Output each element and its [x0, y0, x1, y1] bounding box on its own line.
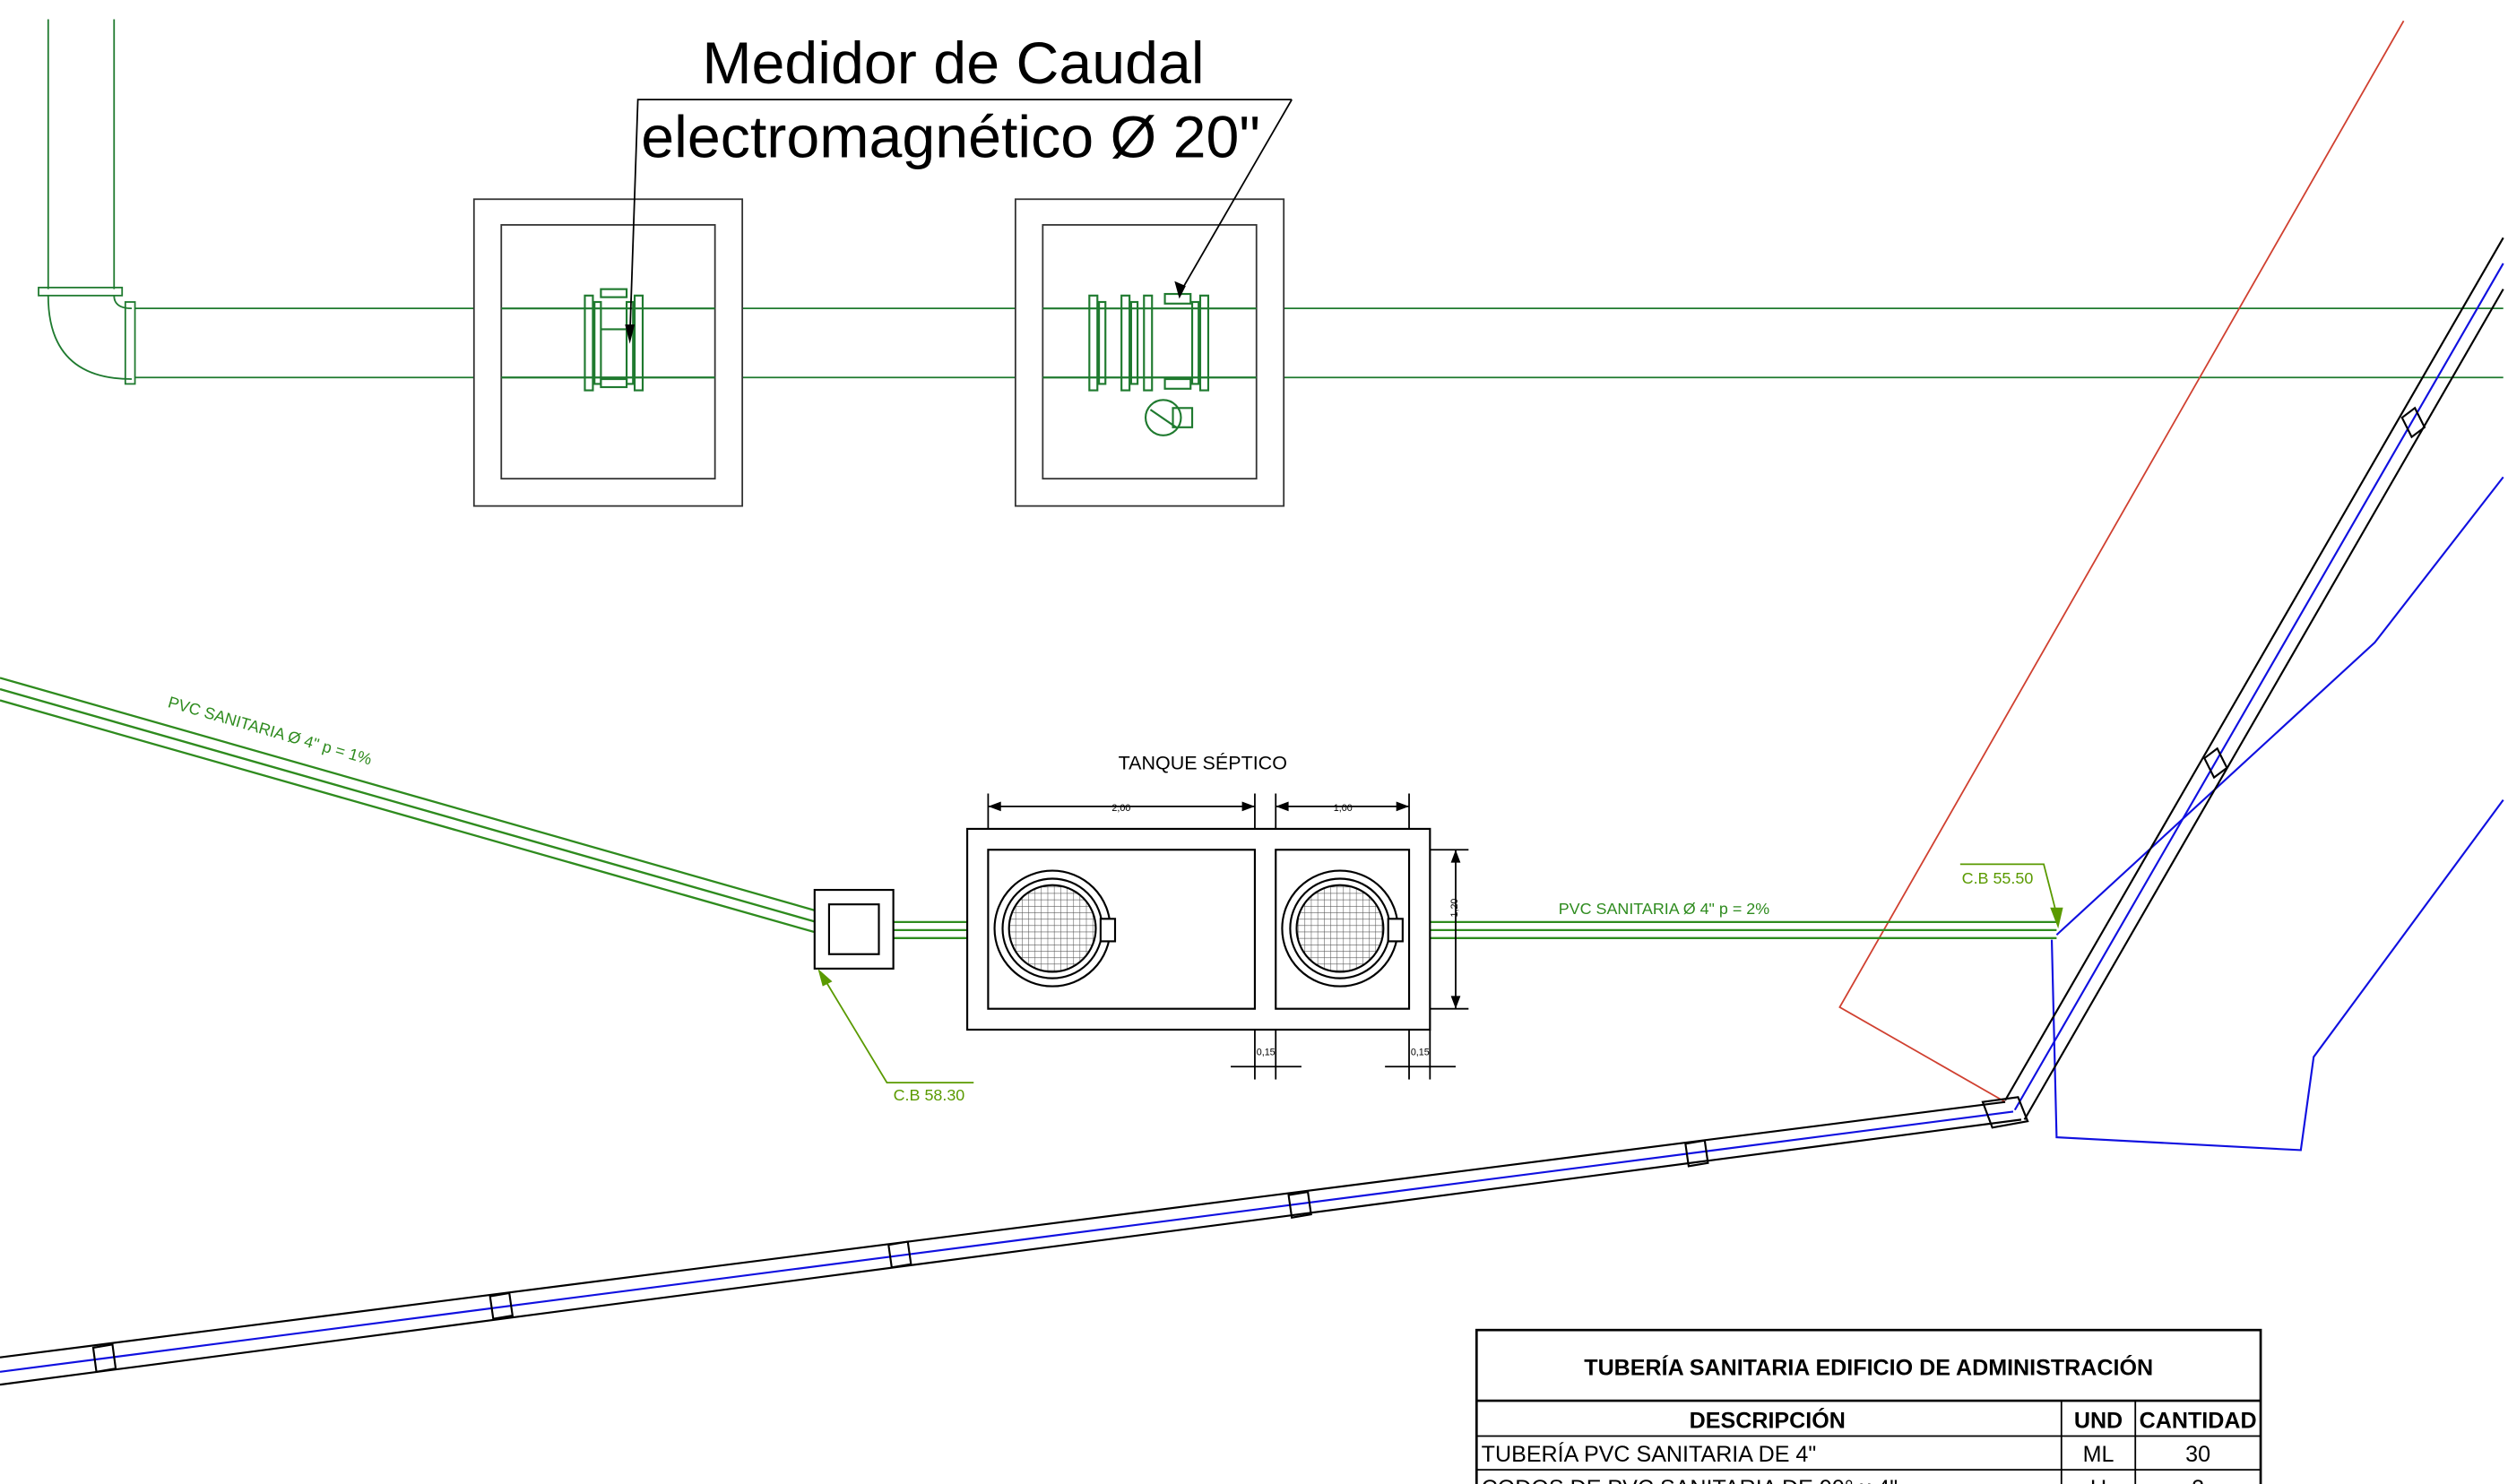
septic-tank-title: TANQUE SÉPTICO: [1119, 752, 1287, 774]
perimeter-channel-right: [2004, 237, 2504, 1120]
flow-meter-label-line1: Medidor de Caudal: [702, 30, 1204, 97]
level-cb-2: C.B 55.50: [1962, 869, 2034, 887]
perimeter-channel-bottom: [0, 1096, 2029, 1386]
dim-wall-2: 0,15: [1411, 1048, 1430, 1058]
table-row-1-description: TUBERÍA PVC SANITARIA DE 4": [1482, 1441, 1817, 1467]
septic-manhole-1: [993, 869, 1117, 988]
table-title: TUBERÍA SANITARIA EDIFICIO DE ADMINISTRA…: [1584, 1353, 2153, 1380]
table-row-2-quantity: 2: [2192, 1476, 2204, 1484]
sanitary-pipe-outlet: [1407, 920, 2057, 939]
level-leader-1: [820, 972, 974, 1084]
level-cb-1: C.B 58.30: [894, 1086, 965, 1104]
dim-length-2: 1,00: [1334, 803, 1353, 814]
inspection-box: [813, 888, 895, 970]
dim-length-1: 2,00: [1111, 803, 1130, 814]
meter-box-1: [472, 198, 744, 507]
pipe-label-slope-2: PVC SANITARIA Ø 4" p = 2%: [1559, 900, 1769, 918]
dim-wall-1: 0,15: [1257, 1048, 1276, 1058]
table-header-unit: UND: [2074, 1409, 2123, 1434]
table-header-description: DESCRIPCIÓN: [1690, 1407, 1846, 1434]
flow-meter-2: [1042, 292, 1257, 436]
flow-meter-1: [501, 288, 715, 392]
boundary-line: [1838, 20, 2405, 1103]
level-leader-2: [1959, 863, 2060, 921]
flow-meter-label-line2: electromagnético Ø 20": [641, 105, 1260, 171]
contour-lines: [2050, 476, 2504, 1152]
table-row-1-unit: ML: [2083, 1442, 2115, 1467]
dim-width: 1,20: [1449, 899, 1460, 918]
table-row-2-description: CODOS DE PVC SANITARIA DE 90° x 4": [1482, 1476, 1898, 1484]
quantity-table: TUBERÍA SANITARIA EDIFICIO DE ADMINISTRA…: [1475, 1328, 2262, 1484]
table-row-2-unit: U: [2090, 1476, 2106, 1484]
septic-dimensions: [987, 793, 1469, 1080]
septic-manhole-2: [1281, 869, 1404, 988]
meter-box-2: [1014, 198, 1285, 507]
table-header-quantity: CANTIDAD: [2140, 1409, 2257, 1434]
table-row-1-quantity: 30: [2185, 1442, 2210, 1467]
flow-meter-callout: Medidor de Caudal electromagnético Ø 20": [625, 30, 1293, 344]
